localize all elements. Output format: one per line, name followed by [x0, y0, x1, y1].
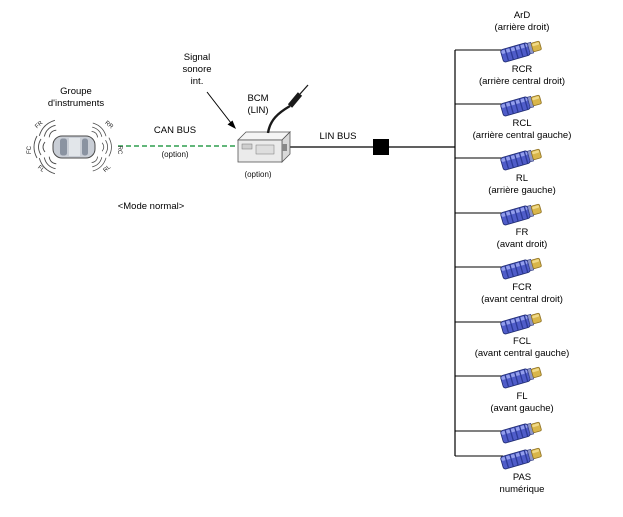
parking-sensor-icon [499, 143, 545, 173]
sensor-name: ArD [513, 10, 531, 21]
sensor-item-ard: ArD (arrière droit) [440, 10, 604, 65]
parking-sensor-icon [499, 252, 545, 282]
parking-sensor-icon [499, 35, 545, 65]
cluster-title-line1: Groupe [60, 86, 92, 97]
sensor-name: RL [515, 173, 529, 184]
zone-label-fc: FC [27, 145, 33, 154]
sensor-desc: (avant central gauche) [474, 348, 570, 359]
zone-label-rr: RR [103, 120, 114, 131]
sensor-name: RCL [512, 118, 532, 129]
sensor-name: FR [515, 227, 529, 238]
sensor-desc: (avant central droit) [481, 294, 563, 305]
sensor-item-fcr: FCR (avant central droit) [440, 282, 604, 337]
sensor-branch-lines [455, 49, 503, 457]
bcm-option-label: (option) [244, 170, 272, 179]
car-icon [52, 135, 96, 159]
bcm-label-line1: BCM [247, 93, 269, 104]
can-bus-label: CAN BUS [153, 125, 197, 136]
bcm-label-line2: (LIN) [247, 105, 269, 116]
sensor-desc: (avant gauche) [490, 403, 554, 414]
sensor-item-rcr: RCR (arrière central droit) [440, 64, 604, 119]
signal-line1: Signal [183, 52, 211, 63]
bcm-cable-icon [266, 84, 309, 134]
zone-label-rc: RC [116, 146, 122, 155]
junction-box [373, 139, 389, 155]
signal-arrow [206, 91, 236, 129]
sensor-desc: numérique [499, 484, 545, 495]
sensor-desc: (arrière droit) [494, 22, 550, 33]
sensor-desc: (arrière central droit) [478, 76, 566, 87]
sensor-item-fcl: FCL (avant central gauche) [440, 336, 604, 391]
parking-sensor-icon [499, 307, 545, 337]
sensor-item-rl: RL (arrière gauche) [440, 173, 604, 228]
parking-sensor-icon [499, 361, 545, 391]
instrument-cluster-icon: FR FC FL RR RC RL [27, 117, 122, 177]
bcm-module-icon [237, 131, 291, 163]
zone-label-fr: FR [34, 120, 44, 130]
parking-sensor-icon [499, 89, 545, 119]
sonar-fan-front-center [33, 135, 46, 159]
sensor-item-rcl: RCL (arrière central gauche) [440, 118, 604, 173]
sensor-desc: (arrière gauche) [488, 185, 556, 196]
signal-label: Signal sonore int. [167, 52, 227, 88]
can-bus-option-label: (option) [161, 150, 189, 159]
parking-sensor-icon [499, 198, 545, 228]
sensor-name: FCR [512, 282, 532, 293]
sonar-fan-rear-center [101, 137, 112, 157]
sensor-name: RCR [511, 64, 533, 75]
sensor-item-fl: FL (avant gauche) [440, 391, 604, 446]
mode-normal-label: <Mode normal> [117, 201, 185, 212]
signal-line3: int. [190, 76, 204, 87]
sensor-name: PAS [512, 472, 532, 483]
bcm-label: BCM (LIN) [228, 93, 288, 117]
sensor-name: FCL [513, 336, 531, 347]
parking-sensor-icon [499, 442, 545, 472]
sensor-desc: (avant droit) [496, 239, 548, 250]
zone-label-rl: RL [102, 164, 112, 174]
sensor-item-fr: FR (avant droit) [440, 227, 604, 282]
sensor-item-pas: PAS numérique [440, 441, 604, 496]
sensor-name: FL [516, 391, 528, 402]
zone-label-fl: FL [36, 165, 46, 175]
cluster-title: Groupe d'instruments [28, 86, 124, 110]
lin-bus-label: LIN BUS [319, 131, 357, 142]
sensor-desc: (arrière central gauche) [472, 130, 572, 141]
signal-line2: sonore [182, 64, 212, 75]
cluster-title-line2: d'instruments [47, 98, 105, 109]
